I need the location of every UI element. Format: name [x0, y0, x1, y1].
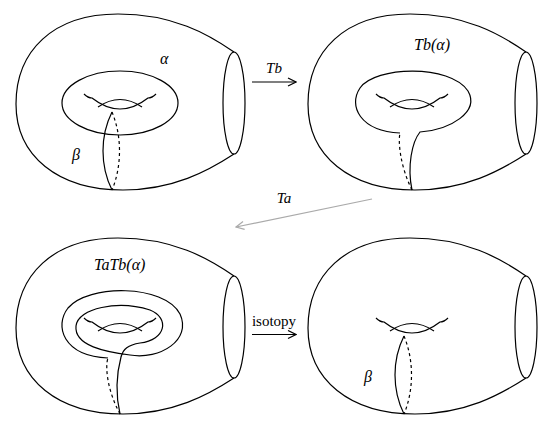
surface-outline	[308, 14, 526, 190]
boundary-circle	[223, 52, 245, 154]
boundary-circle	[223, 276, 245, 378]
double-twisted-curve-back	[107, 358, 120, 414]
handle-hole	[98, 100, 142, 108]
boundary-circle	[515, 276, 537, 378]
beta-curve	[103, 112, 112, 190]
map-arrow	[236, 199, 372, 227]
surface-drawing	[300, 6, 540, 196]
surface-drawing	[8, 6, 248, 196]
twisted-curve	[356, 71, 471, 190]
map-label: Tb	[263, 60, 285, 77]
surface-panel: TaTb(α)	[8, 230, 248, 420]
curve-label: β	[70, 146, 82, 164]
boundary-circle	[515, 52, 537, 154]
map-label: isotopy	[249, 312, 299, 329]
beta-curve-back	[404, 336, 412, 414]
handle-hole	[84, 318, 156, 333]
curve-label: TaTb(α)	[92, 256, 147, 274]
handle-hole	[376, 94, 448, 109]
curve-label: Tb(α)	[412, 36, 452, 54]
surface-panel: αβ	[8, 6, 248, 196]
handle-hole	[390, 100, 434, 108]
beta-curve	[395, 336, 404, 414]
handle-hole	[390, 324, 434, 332]
surface-outline	[16, 238, 234, 414]
curve-label: α	[158, 50, 170, 68]
handle-hole	[98, 324, 142, 332]
curve-label: β	[362, 368, 374, 386]
map-arrow	[252, 334, 296, 335]
handle-hole	[84, 94, 156, 109]
alpha-curve	[62, 71, 178, 135]
map-arrow	[252, 81, 296, 82]
double-twisted-curve	[62, 291, 183, 414]
surface-panel: β	[300, 230, 540, 420]
surface-outline	[308, 238, 526, 414]
handle-hole	[376, 318, 448, 333]
map-label: Ta	[274, 190, 294, 207]
twisted-curve-back	[399, 133, 412, 190]
surface-drawing	[300, 230, 540, 420]
surface-panel: Tb(α)	[300, 6, 540, 196]
surface-outline	[16, 14, 234, 190]
beta-curve-back	[112, 112, 120, 190]
